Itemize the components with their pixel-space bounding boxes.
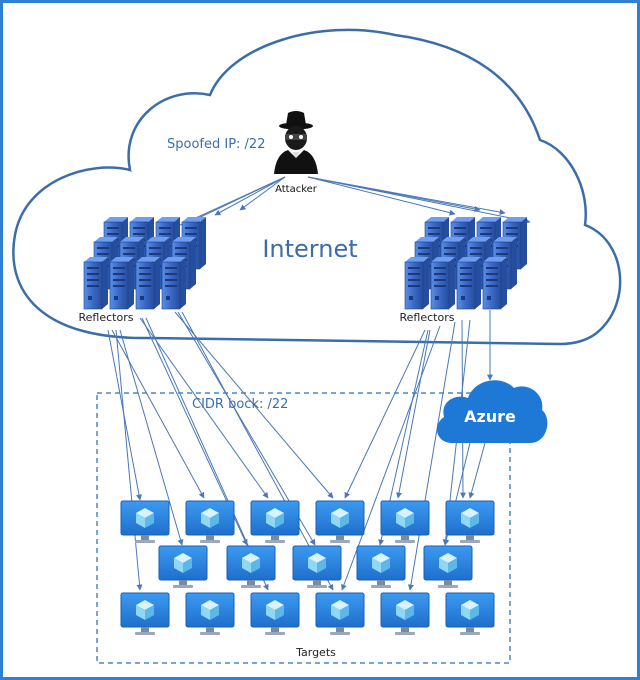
attack-arrow-18 [344, 329, 426, 499]
target-monitor-top-2 [250, 500, 300, 543]
reflector-server-left-8 [83, 257, 108, 310]
attack-arrow-2 [239, 176, 286, 211]
reflector-server-left-9 [109, 257, 134, 310]
azure-cloud-icon [437, 380, 548, 443]
reflector-server-right-8 [404, 257, 429, 310]
reflectors-right-label: Reflectors [400, 311, 455, 324]
reflector-server-left-11 [161, 257, 186, 310]
target-monitor-top-5 [445, 500, 495, 543]
spoofed-ip-label: Spoofed IP: /22 [167, 137, 265, 152]
reflector-server-left-10 [135, 257, 160, 310]
target-monitor-bottom-1 [185, 592, 235, 635]
target-monitor-top-4 [380, 500, 430, 543]
target-monitor-top-3 [315, 500, 365, 543]
attack-arrows [107, 176, 531, 591]
attacker-icon [274, 111, 318, 174]
target-monitor-mid-0 [158, 545, 208, 588]
attack-arrow-12 [139, 317, 269, 499]
attack-arrow-11 [119, 329, 184, 546]
target-monitor-bottom-0 [120, 592, 170, 635]
target-monitor-top-1 [185, 500, 235, 543]
attack-arrow-17 [181, 311, 334, 591]
targets-label: Targets [295, 646, 336, 659]
attack-arrow-20 [396, 329, 431, 499]
target-monitor-bottom-3 [315, 592, 365, 635]
target-monitor-mid-4 [423, 545, 473, 588]
attack-arrow-22 [407, 321, 456, 591]
attack-arrow-15 [174, 311, 334, 499]
reflector-cluster-right [404, 217, 527, 310]
attack-arrow-1 [214, 176, 286, 216]
reflector-server-right-10 [456, 257, 481, 310]
attack-arrow-7 [307, 176, 531, 224]
reflector-cluster-left [83, 217, 206, 310]
target-monitor-bottom-5 [445, 592, 495, 635]
attack-arrow-6 [307, 176, 506, 215]
attacker-label: Attacker [275, 184, 318, 195]
reflectors-left-label: Reflectors [79, 311, 134, 324]
reflector-server-right-9 [430, 257, 455, 310]
reflector-server-right-11 [482, 257, 507, 310]
target-monitor-mid-1 [226, 545, 276, 588]
attack-arrow-10 [115, 329, 143, 591]
attack-arrow-26 [468, 442, 486, 499]
target-monitor-mid-2 [292, 545, 342, 588]
azure-label: Azure [464, 407, 516, 426]
cidr-block-label: CIDR bock: /22 [192, 397, 288, 412]
internet-label: Internet [262, 235, 357, 263]
target-monitor-bottom-2 [250, 592, 300, 635]
target-grid [120, 500, 495, 635]
target-monitor-top-0 [120, 500, 170, 543]
attack-arrow-14 [145, 317, 269, 591]
target-monitor-bottom-4 [380, 592, 430, 635]
attack-arrow-9 [111, 329, 205, 499]
attack-arrow-4 [307, 176, 456, 216]
target-monitor-mid-3 [356, 545, 406, 588]
